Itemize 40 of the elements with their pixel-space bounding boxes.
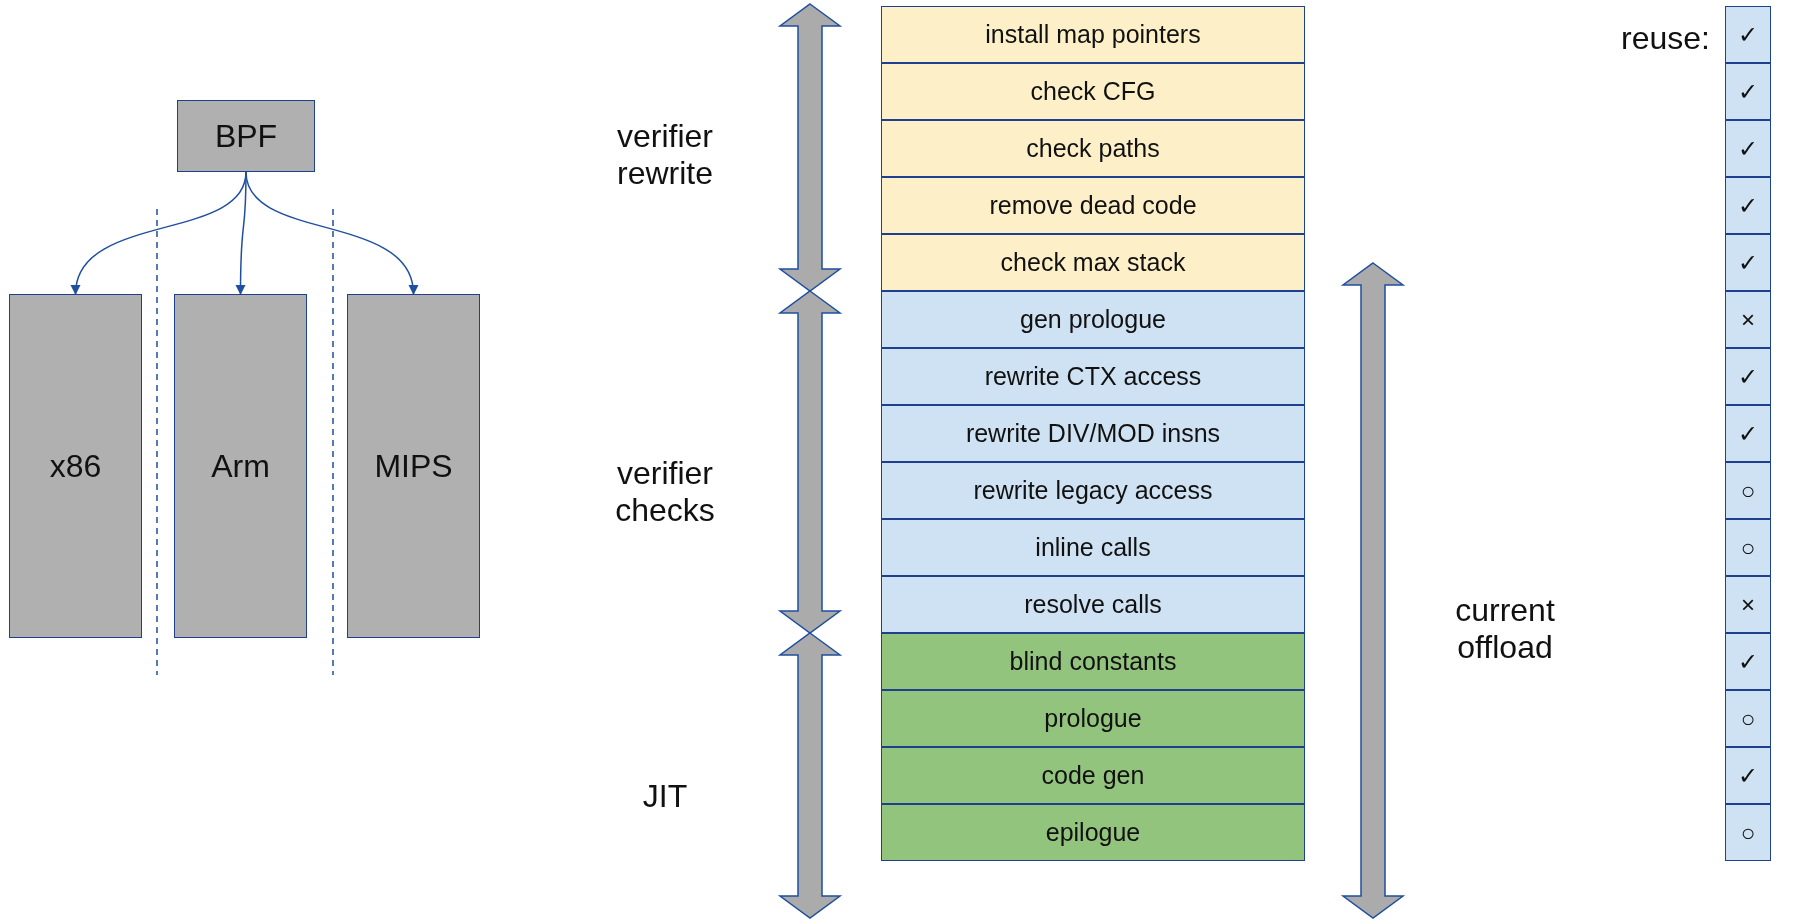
side-label: current offload: [1454, 592, 1556, 666]
reuse-cell: ✓: [1725, 177, 1771, 234]
step-box: blind constants: [881, 633, 1305, 690]
step-box: resolve calls: [881, 576, 1305, 633]
reuse-cell: ○: [1725, 462, 1771, 519]
step-box: rewrite DIV/MOD insns: [881, 405, 1305, 462]
step-box: remove dead code: [881, 177, 1305, 234]
reuse-cell: ✓: [1725, 348, 1771, 405]
reuse-cell: ×: [1725, 576, 1771, 633]
side-label: verifier checks: [614, 455, 716, 529]
reuse-cell: ✓: [1725, 234, 1771, 291]
reuse-cell: ✓: [1725, 6, 1771, 63]
step-box: inline calls: [881, 519, 1305, 576]
step-box: check max stack: [881, 234, 1305, 291]
side-label: reuse:: [1620, 20, 1710, 57]
reuse-cell: ○: [1725, 804, 1771, 861]
process-box: BPF: [177, 100, 315, 172]
step-box: prologue: [881, 690, 1305, 747]
step-box: rewrite legacy access: [881, 462, 1305, 519]
reuse-cell: ○: [1725, 690, 1771, 747]
reuse-cell: ✓: [1725, 405, 1771, 462]
side-label: JIT: [641, 778, 689, 815]
step-box: gen prologue: [881, 291, 1305, 348]
reuse-cell: ✓: [1725, 63, 1771, 120]
step-box: code gen: [881, 747, 1305, 804]
arrow: [245, 171, 417, 296]
reuse-cell: ✓: [1725, 633, 1771, 690]
side-label: verifier rewrite: [616, 118, 714, 192]
step-box: install map pointers: [881, 6, 1305, 63]
reuse-cell: ✓: [1725, 120, 1771, 177]
architecture-column: x86: [9, 294, 142, 638]
step-box: check CFG: [881, 63, 1305, 120]
step-box: epilogue: [881, 804, 1305, 861]
reuse-cell: ○: [1725, 519, 1771, 576]
step-box: check paths: [881, 120, 1305, 177]
architecture-column: Arm: [174, 294, 307, 638]
reuse-cell: ×: [1725, 291, 1771, 348]
architecture-column: MIPS: [347, 294, 480, 638]
step-box: rewrite CTX access: [881, 348, 1305, 405]
reuse-cell: ✓: [1725, 747, 1771, 804]
